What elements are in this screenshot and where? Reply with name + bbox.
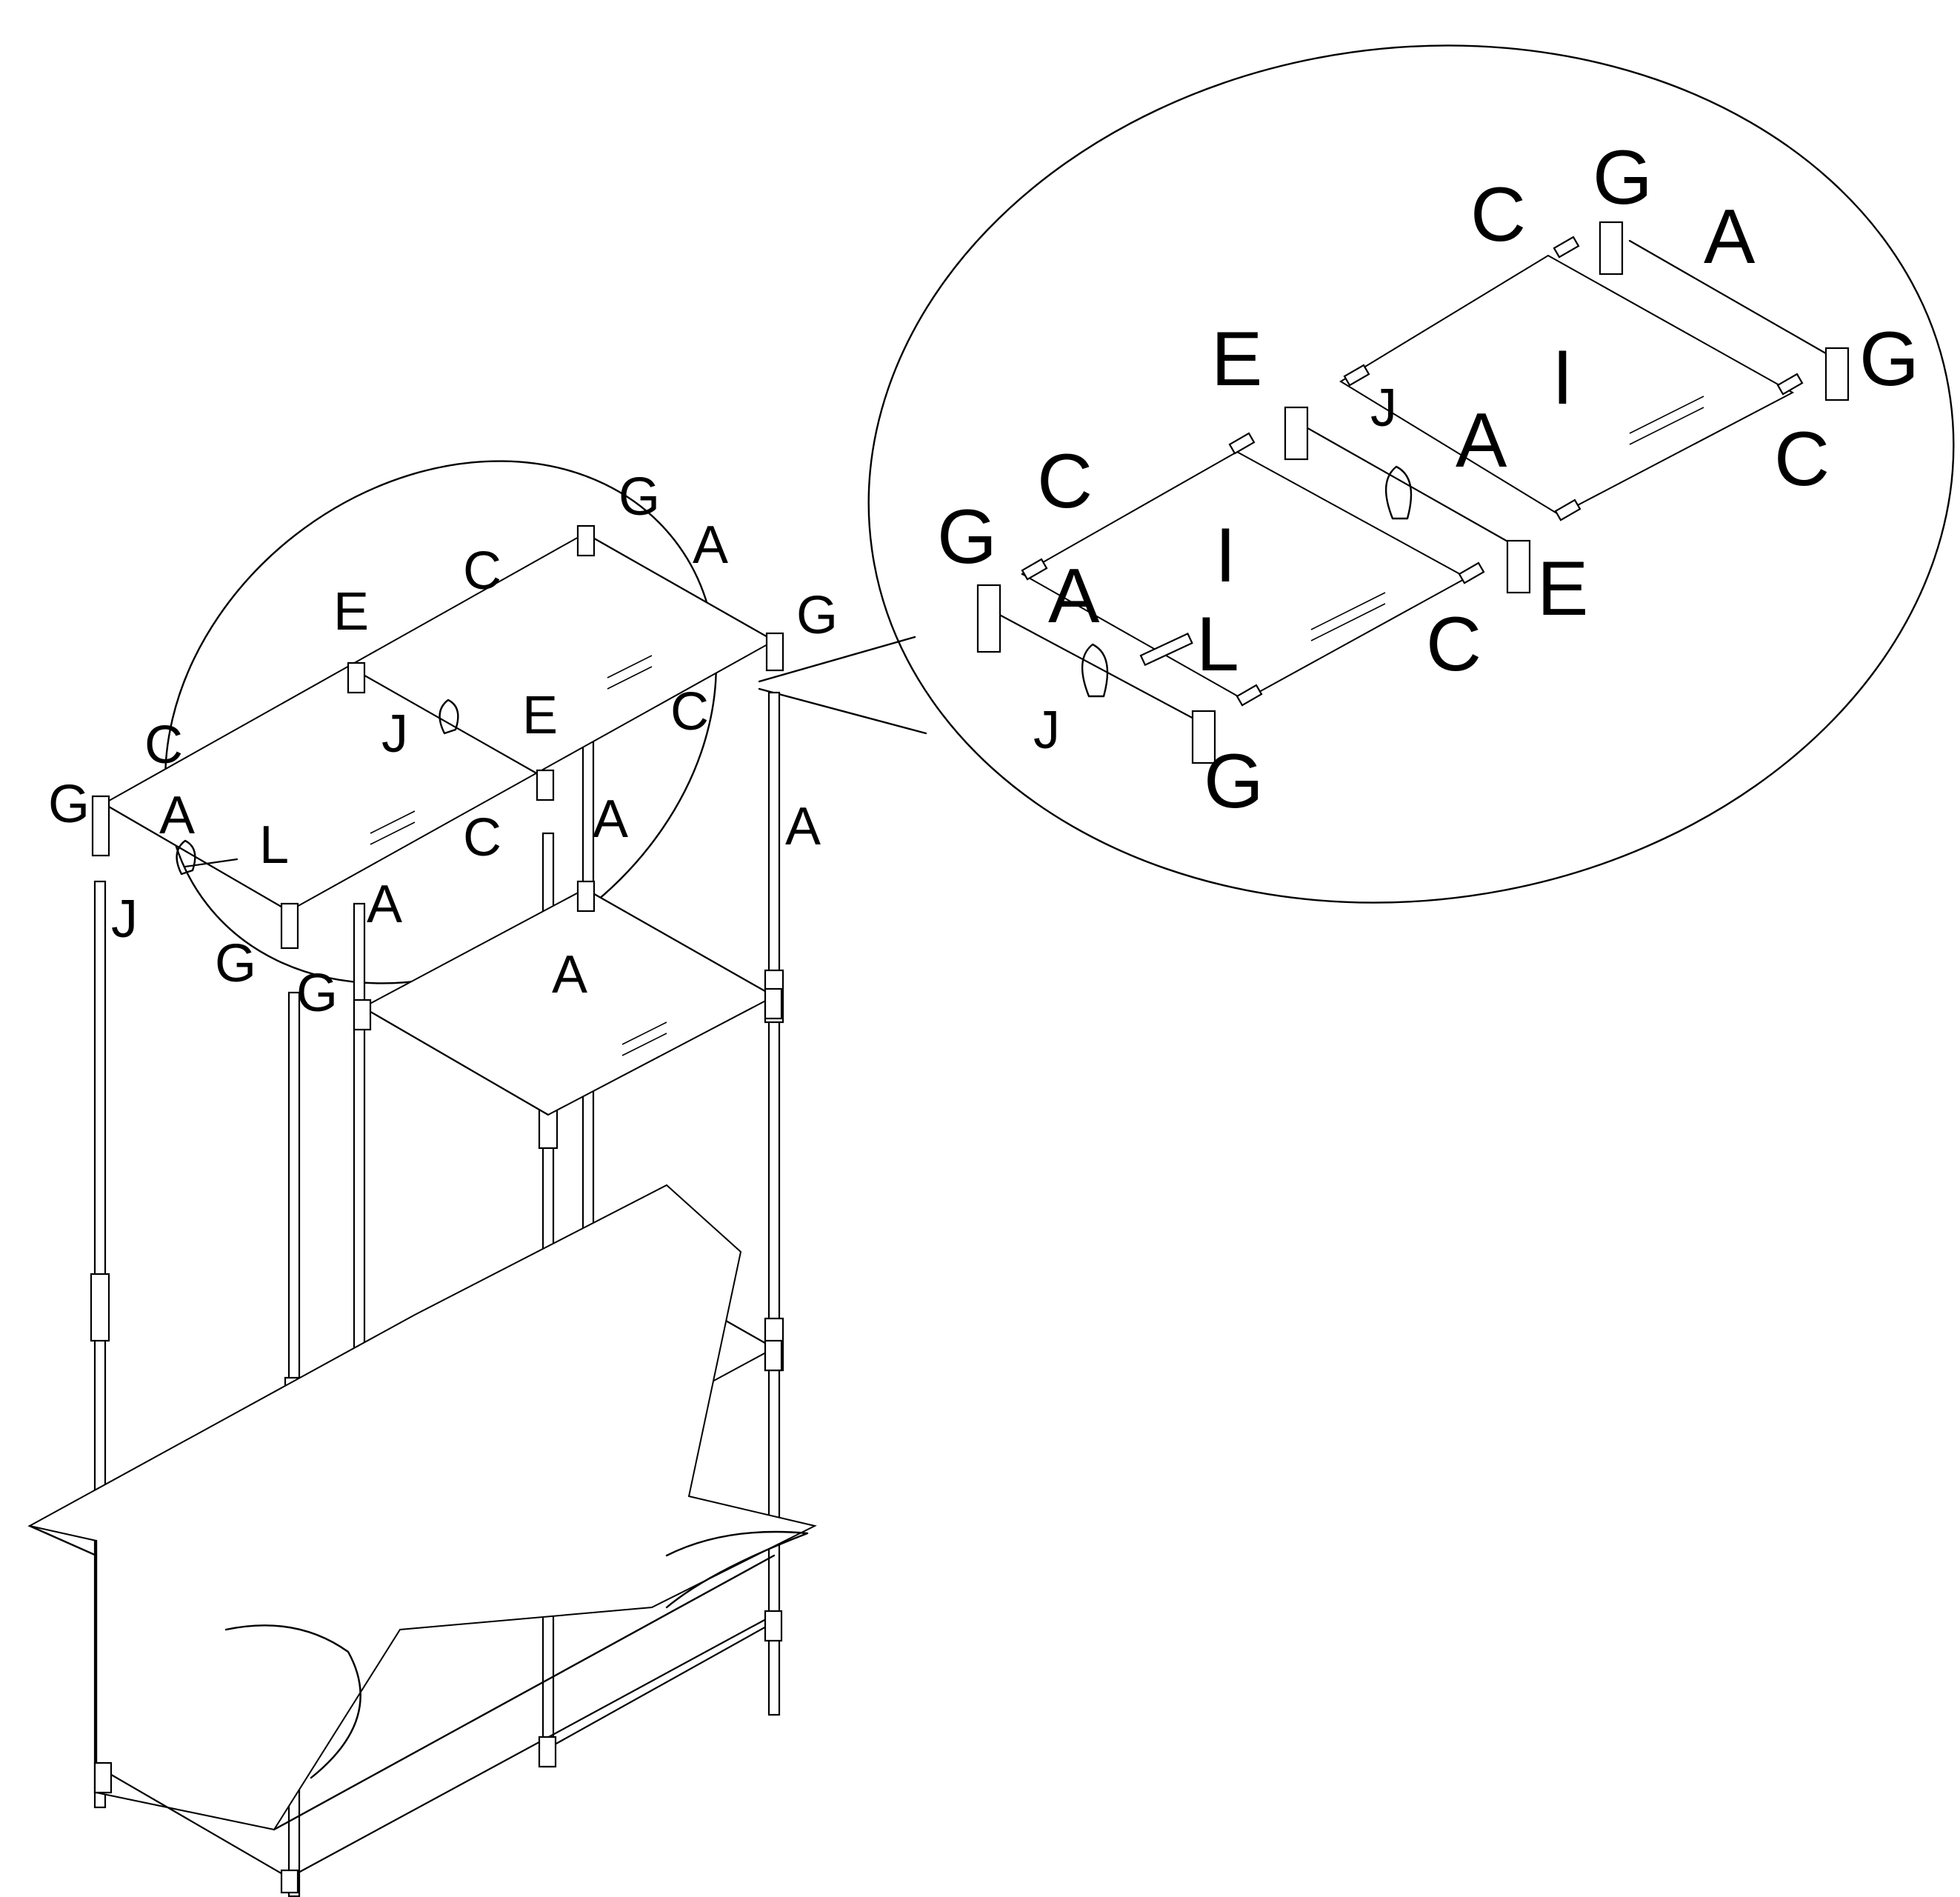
label-detail-4: I bbox=[1552, 335, 1573, 421]
label-main-0: G bbox=[619, 467, 660, 527]
label-detail-14: L bbox=[1196, 601, 1239, 687]
label-main-5: C bbox=[670, 682, 709, 741]
fabric-cover bbox=[27, 1184, 817, 1831]
label-main-7: E bbox=[522, 686, 558, 745]
label-main-6: J bbox=[381, 704, 408, 764]
label-main-19: G bbox=[296, 964, 338, 1023]
label-main-11: A bbox=[593, 790, 628, 849]
rod-l bbox=[1139, 632, 1193, 667]
label-main-14: A bbox=[785, 797, 821, 856]
detail-view: C G A E I G J A C C G I E A L C J G bbox=[867, 44, 1955, 904]
label-detail-10: G bbox=[937, 494, 997, 580]
label-detail-17: G bbox=[1204, 739, 1264, 824]
label-detail-5: G bbox=[1859, 316, 1919, 402]
label-detail-11: I bbox=[1215, 513, 1236, 599]
label-main-12: L bbox=[259, 816, 289, 875]
main-frame: G C A E G C J E C G A A L C A J A G A G bbox=[27, 460, 927, 1897]
magnifier-ellipse-large bbox=[867, 44, 1955, 904]
label-detail-3: E bbox=[1211, 316, 1262, 402]
label-main-9: G bbox=[48, 775, 90, 834]
fabric-panel-back bbox=[1339, 254, 1795, 516]
label-main-2: A bbox=[693, 516, 728, 575]
label-main-8: C bbox=[144, 716, 183, 775]
label-detail-16: J bbox=[1033, 701, 1060, 760]
hanger-j-middle bbox=[1384, 465, 1413, 520]
label-detail-9: C bbox=[1774, 416, 1830, 502]
label-main-4: G bbox=[796, 586, 838, 645]
connector-line-bottom bbox=[758, 687, 927, 735]
rod-a-middle bbox=[1302, 424, 1527, 553]
detail-labels: C G A E I G J A C C G I E A L C J G bbox=[937, 135, 1919, 824]
hanger-j-front bbox=[1081, 643, 1109, 698]
label-main-18: A bbox=[552, 945, 587, 1004]
label-detail-1: G bbox=[1593, 135, 1653, 221]
label-detail-2: A bbox=[1704, 194, 1756, 280]
label-main-10: A bbox=[159, 786, 195, 845]
label-main-13: C bbox=[463, 808, 501, 867]
label-detail-12: E bbox=[1537, 546, 1588, 632]
rod-a-front bbox=[991, 610, 1209, 727]
main-labels: G C A E G C J E C G A A L C A J A G A G bbox=[48, 467, 838, 1023]
connector-line-top bbox=[758, 636, 916, 683]
top-shelf bbox=[91, 524, 784, 950]
bottom-frame bbox=[93, 1610, 783, 1894]
label-main-15: J bbox=[111, 890, 138, 949]
label-detail-8: C bbox=[1037, 439, 1093, 524]
middle-shelf bbox=[353, 880, 783, 1116]
label-main-17: G bbox=[215, 934, 256, 993]
rod-a-back bbox=[1628, 239, 1831, 357]
label-main-1: C bbox=[463, 541, 501, 601]
label-main-16: A bbox=[367, 875, 402, 934]
label-main-3: E bbox=[333, 582, 369, 641]
label-detail-7: A bbox=[1456, 398, 1507, 484]
label-detail-6: J bbox=[1370, 379, 1397, 438]
label-detail-0: C bbox=[1470, 172, 1526, 258]
label-detail-13: A bbox=[1048, 553, 1100, 639]
label-detail-15: C bbox=[1426, 601, 1481, 687]
